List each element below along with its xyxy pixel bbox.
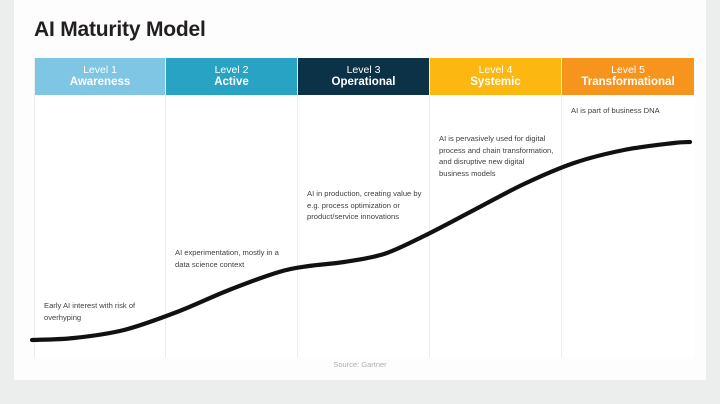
level-name-5: Transformational (581, 75, 675, 88)
level-header-band-2: Level 2 Active (166, 58, 297, 95)
level-caption-4: AI is pervasively used for digital proce… (439, 134, 554, 178)
level-cell-4: AI is pervasively used for digital proce… (430, 95, 561, 358)
maturity-column-level-1[interactable]: Level 1 Awareness Early AI interest with… (34, 58, 166, 358)
level-caption-3: AI in production, creating value by e.g.… (307, 189, 422, 222)
level-cell-5: AI is part of business DNA (562, 95, 694, 358)
level-caption-5: AI is part of business DNA (571, 106, 660, 115)
level-number-2: Level 2 (214, 63, 249, 76)
level-cell-3: AI in production, creating value by e.g.… (298, 95, 429, 358)
level-cell-2: AI experimentation, mostly in a data sci… (166, 95, 297, 358)
level-header-band-1: Level 1 Awareness (35, 58, 165, 95)
maturity-column-level-3[interactable]: Level 3 Operational AI in production, cr… (298, 58, 430, 358)
slide-card: AI Maturity Model Level 1 Awareness Earl… (14, 0, 706, 380)
level-caption-2: AI experimentation, mostly in a data sci… (175, 248, 279, 269)
level-number-3: Level 3 (346, 63, 381, 76)
maturity-matrix: Level 1 Awareness Early AI interest with… (34, 58, 694, 358)
level-header-band-3: Level 3 Operational (298, 58, 429, 95)
level-header-band-5: Level 5 Transformational (562, 58, 694, 95)
level-header-band-4: Level 4 Systemic (430, 58, 561, 95)
level-name-1: Awareness (69, 75, 131, 88)
level-name-2: Active (214, 75, 249, 88)
level-caption-1: Early AI interest with risk of overhypin… (44, 301, 136, 322)
maturity-column-level-4[interactable]: Level 4 Systemic AI is pervasively used … (430, 58, 562, 358)
level-cell-1: Early AI interest with risk of overhypin… (35, 95, 165, 358)
level-name-3: Operational (331, 75, 396, 88)
level-number-1: Level 1 (83, 63, 117, 76)
level-name-4: Systemic (470, 75, 521, 88)
level-number-5: Level 5 (611, 63, 645, 76)
page-title: AI Maturity Model (34, 18, 206, 41)
level-number-4: Level 4 (478, 63, 513, 76)
maturity-column-level-2[interactable]: Level 2 Active AI experimentation, mostl… (166, 58, 298, 358)
source-note: Source: Gartner (333, 360, 387, 369)
maturity-column-level-5[interactable]: Level 5 Transformational AI is part of b… (562, 58, 694, 358)
